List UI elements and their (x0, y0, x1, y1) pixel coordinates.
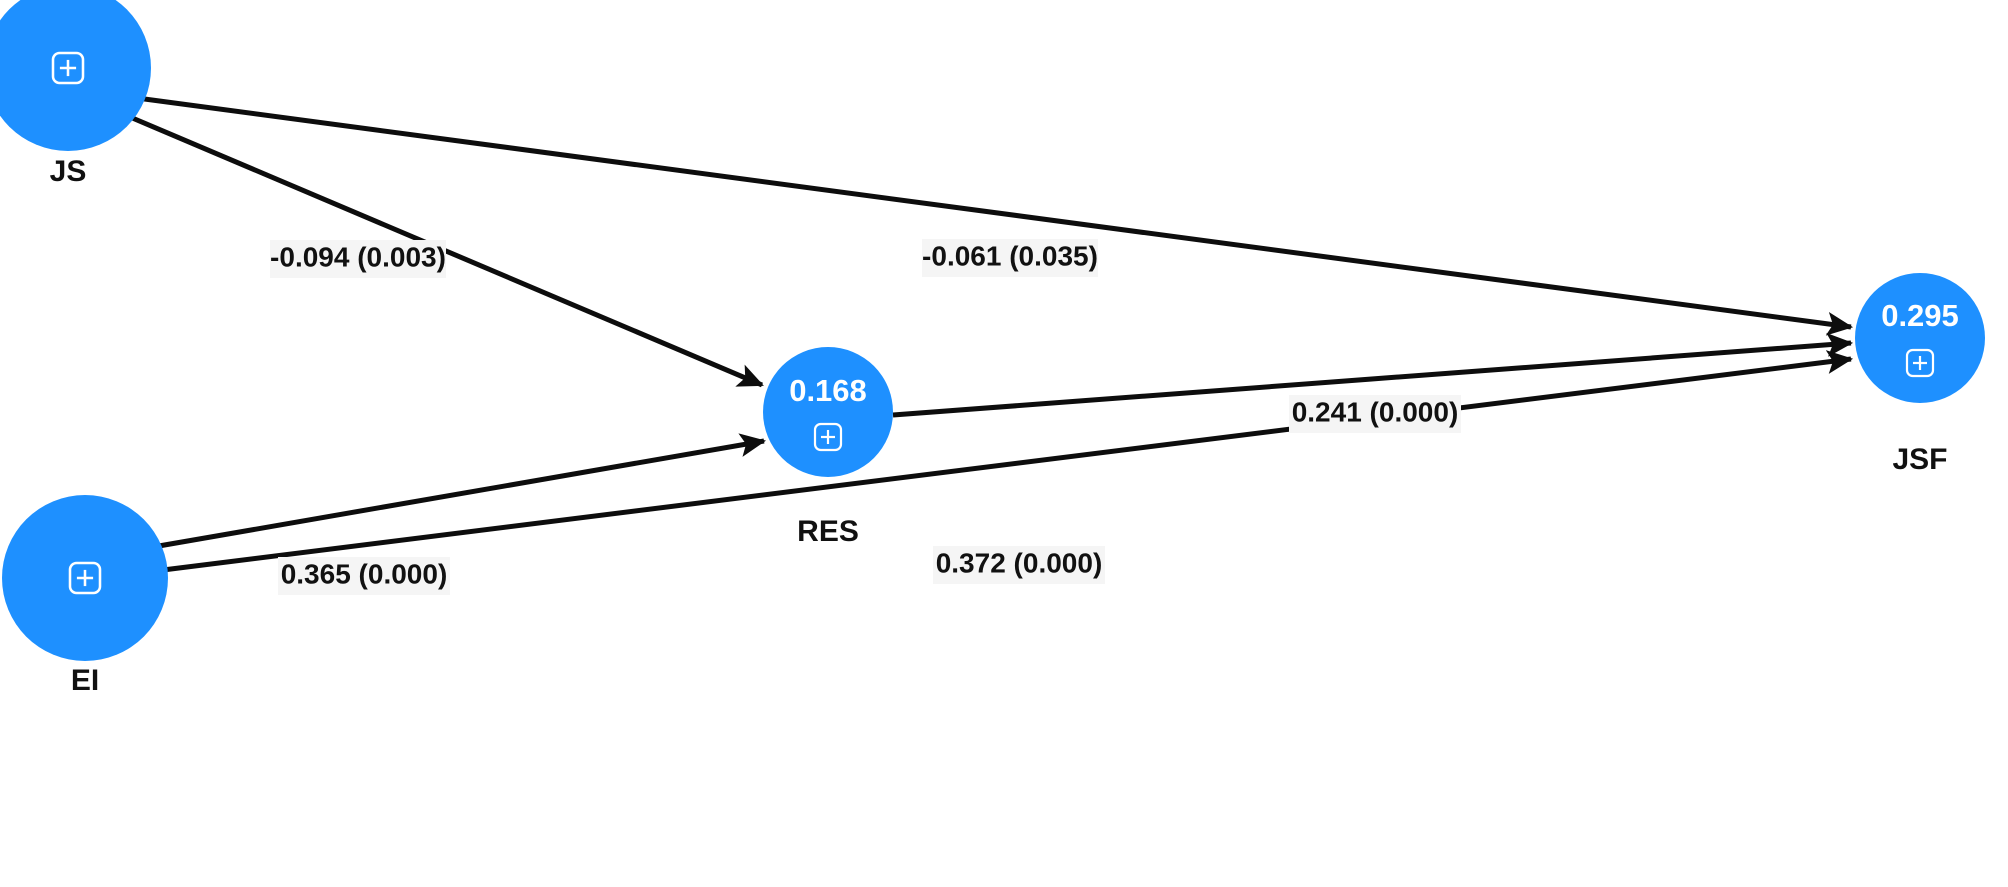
plus-square-icon (813, 422, 843, 452)
plus-square-icon-border (51, 51, 85, 85)
edge-ei-res[interactable] (152, 433, 767, 550)
edge-label-res-jsf: 0.241 (0.000) (1289, 395, 1461, 433)
plus-square-icon-border (68, 561, 102, 595)
edge-label-text-res-jsf: 0.241 (0.000) (1292, 396, 1459, 427)
edge-label-background-js-res (270, 240, 446, 278)
edge-line-ei-res (152, 433, 767, 550)
node-r2-value-res: 0.168 (789, 373, 867, 408)
edges-layer (129, 95, 1854, 574)
edge-label-background-ei-jsf (933, 546, 1105, 584)
edge-res-jsf[interactable] (892, 332, 1854, 418)
node-label-ei: EI (71, 664, 99, 697)
edge-label-background-res-jsf (1289, 395, 1461, 433)
node-ei[interactable]: EI (2, 495, 168, 697)
node-label-js: JS (50, 155, 87, 188)
node-circle-jsf[interactable] (1855, 273, 1985, 403)
edge-label-background-ei-res (278, 557, 450, 595)
edge-line-js-jsf (136, 95, 1854, 336)
edge-label-text-ei-res: 0.365 (0.000) (281, 558, 448, 589)
plus-square-icon-border (813, 422, 843, 452)
edge-label-text-js-jsf: -0.061 (0.035) (922, 240, 1098, 271)
edge-label-ei-jsf: 0.372 (0.000) (933, 546, 1105, 584)
edge-label-js-jsf: -0.061 (0.035) (922, 239, 1098, 277)
edge-js-jsf[interactable] (136, 95, 1854, 336)
edge-labels-layer: -0.094 (0.003) -0.061 (0.035) 0.241 (0.000… (270, 239, 1461, 595)
node-circle-js[interactable] (0, 0, 151, 151)
edge-label-text-js-res: -0.094 (0.003) (270, 241, 446, 272)
edge-line-res-jsf (892, 332, 1854, 418)
node-label-res: RES (797, 515, 859, 548)
plus-square-icon (68, 561, 102, 595)
plus-square-icon (51, 51, 85, 85)
node-circle-res[interactable] (763, 347, 893, 477)
node-r2-value-jsf: 0.295 (1881, 298, 1959, 333)
plus-square-icon (1905, 348, 1935, 378)
edge-ei-jsf[interactable] (154, 350, 1854, 574)
edge-label-text-ei-jsf: 0.372 (0.000) (936, 547, 1103, 578)
edge-line-ei-jsf (154, 350, 1854, 574)
edge-label-ei-res: 0.365 (0.000) (278, 557, 450, 595)
edge-label-background-js-jsf (922, 239, 1098, 277)
plus-square-icon-border (1905, 348, 1935, 378)
node-label-jsf: JSF (1892, 443, 1947, 476)
node-js[interactable]: JS (0, 0, 151, 188)
edge-label-js-res: -0.094 (0.003) (270, 240, 446, 278)
